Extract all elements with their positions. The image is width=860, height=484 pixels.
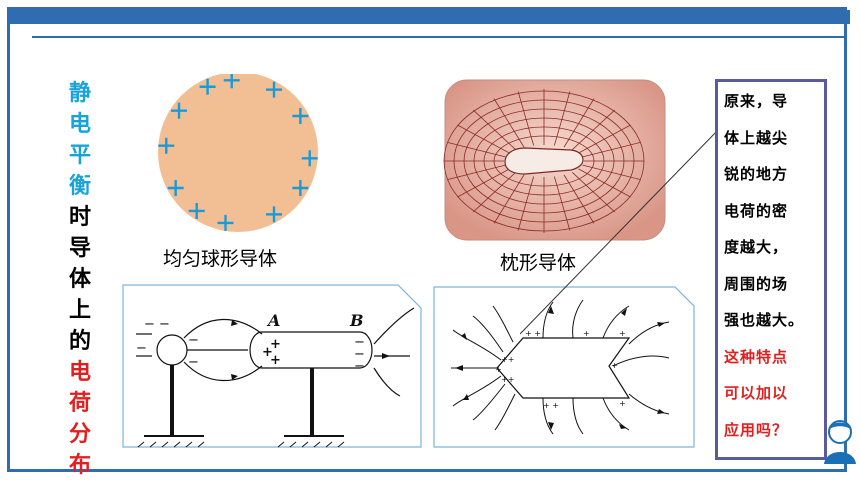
top-bar <box>10 10 850 24</box>
vertical-title-char: 导 <box>68 236 91 261</box>
svg-text:+ +: + + <box>543 401 559 410</box>
vertical-title: 静电平衡时导体上的电荷分布 <box>66 78 94 481</box>
vertical-title-char: 上 <box>68 298 91 323</box>
note-line: 电荷的密 <box>724 201 789 220</box>
svg-text:−: − <box>354 335 365 350</box>
svg-text:−: − <box>188 333 199 348</box>
equipotential-line <box>483 126 605 196</box>
plus-charge <box>223 74 240 89</box>
svg-text:−: − <box>354 359 365 374</box>
ab-conductor-diagram: − − − − − + + + − − − A B <box>122 284 422 448</box>
vertical-title-char: 衡 <box>68 174 91 199</box>
svg-text:++: ++ <box>501 375 514 384</box>
plus-charge <box>217 214 234 231</box>
note-line: 原来，导 <box>724 92 789 110</box>
sphere-caption: 均匀球形导体 <box>163 248 278 270</box>
svg-text:−: − <box>188 355 199 370</box>
vertical-title-char: 平 <box>68 143 91 168</box>
pointed-conductor-diagram: +++++ + +++ + +++ <box>433 286 695 448</box>
note-text-area: 原来，导体上越尖锐的地方电荷的密度越大， 周围的场强也越大。这种特点可以加以应用吗… <box>718 82 824 457</box>
slide-frame <box>7 7 850 472</box>
note-line: 度越大， <box>724 238 789 256</box>
svg-text:− −: − − <box>144 317 170 332</box>
plus-charge <box>292 108 309 124</box>
vertical-title-char: 体 <box>68 267 91 292</box>
vertical-title-char: 布 <box>68 453 91 478</box>
pillow-conductor-figure <box>443 79 666 241</box>
pillow-caption: 枕形导体 <box>500 252 577 274</box>
equipotential-line <box>493 135 595 187</box>
pointed-conductor-body <box>496 337 631 399</box>
equipotential-line <box>473 117 615 205</box>
equipotential-line <box>443 90 645 232</box>
sphere-plus-charges <box>158 74 318 231</box>
pointer-line <box>520 130 719 335</box>
svg-text:+: + <box>270 353 281 368</box>
label-a: A <box>266 311 280 330</box>
plus-charge <box>158 137 175 154</box>
plus-charge <box>167 180 184 196</box>
plus-charge <box>188 202 205 219</box>
svg-text:+: + <box>495 365 502 374</box>
label-b: B <box>349 311 364 330</box>
note-box: 原来，导体上越尖锐的地方电荷的密度越大， 周围的场强也越大。这种特点可以加以应用吗… <box>715 79 827 460</box>
svg-text:+: + <box>619 329 626 338</box>
svg-text:+: + <box>611 361 618 370</box>
note-line: 这种特点 <box>724 347 789 366</box>
top-rule <box>32 36 847 38</box>
plus-charge <box>301 150 318 167</box>
vertical-title-char: 分 <box>68 422 91 447</box>
svg-text:+: + <box>583 329 590 338</box>
note-line: 锐的地方 <box>724 165 789 183</box>
equipotential-line <box>453 99 635 223</box>
svg-text:−: − <box>354 347 365 362</box>
svg-text:+: + <box>619 399 626 408</box>
svg-text:+: + <box>270 337 281 352</box>
sphere-body <box>158 74 318 232</box>
pillow-field-lines <box>443 89 645 233</box>
svg-text:−: − <box>136 341 147 356</box>
vertical-title-char: 时 <box>68 205 91 230</box>
vertical-title-char: 的 <box>68 329 91 354</box>
vertical-title-char: 荷 <box>68 391 91 416</box>
note-line: 可以加以 <box>724 384 789 402</box>
svg-text:+ +: + + <box>525 329 541 338</box>
vertical-title-char: 静 <box>68 81 91 106</box>
teacher-avatar <box>824 420 856 464</box>
plus-charge <box>199 78 216 95</box>
note-line: 体上越尖 <box>724 128 789 147</box>
equipotential-line <box>463 108 625 214</box>
vertical-title-char: 电 <box>68 360 91 385</box>
note-line: 周围的场 <box>724 274 789 293</box>
plus-charge <box>266 81 282 98</box>
vertical-title-char: 电 <box>68 112 91 137</box>
svg-text:+: + <box>262 345 273 360</box>
plus-charge <box>266 206 282 223</box>
svg-text:++: ++ <box>501 355 514 364</box>
note-line: 应用吗？ <box>724 420 789 439</box>
plus-charge <box>292 180 309 196</box>
plus-charge <box>171 102 188 119</box>
sphere-conductor-figure <box>158 74 318 232</box>
note-line: 强也越大。 <box>724 311 805 329</box>
pillow-body <box>504 147 584 175</box>
